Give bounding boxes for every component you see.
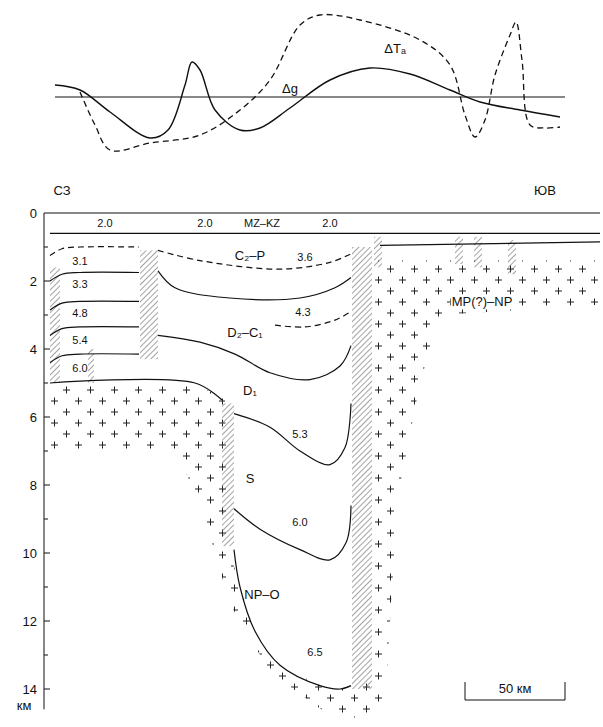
- horizon-line: [234, 550, 351, 689]
- depth-tick: [44, 689, 50, 690]
- horizon-line: [50, 327, 139, 336]
- depth-tick-label: 12: [22, 615, 38, 628]
- section-label: MZ–KZ: [243, 218, 281, 229]
- depth-tick: [44, 553, 50, 554]
- section-label: NP–O: [243, 588, 280, 601]
- gravity-curve: [55, 62, 560, 138]
- horizon-line: [158, 271, 351, 300]
- depth-tick-label: 8: [29, 479, 38, 492]
- section-label: 3.3: [71, 279, 88, 290]
- depth-tick: [44, 281, 50, 282]
- section-label: 4.8: [71, 308, 88, 319]
- section-label: 3.6: [296, 252, 313, 263]
- fault-zone: [50, 267, 60, 383]
- horizon-line: [234, 505, 351, 560]
- section-label: 6.0: [291, 517, 308, 528]
- fault-zone: [374, 237, 382, 268]
- depth-tick: [44, 213, 50, 214]
- depth-tick-label: 0: [29, 207, 38, 220]
- depth-tick: [44, 315, 48, 316]
- section-label: 3.1: [71, 256, 88, 267]
- horizon-line: [50, 247, 139, 256]
- section-label: 6.0: [71, 363, 88, 374]
- magnetic-curve: [80, 14, 560, 151]
- fault-zone: [140, 250, 158, 359]
- depth-tick-label: 6: [29, 411, 38, 424]
- depth-tick: [44, 417, 50, 418]
- section-label: MP(?)–NP: [451, 295, 514, 308]
- direction-label: СЗ: [52, 184, 71, 197]
- direction-label: ЮВ: [533, 184, 557, 197]
- scale-label: 50 км: [498, 682, 533, 695]
- section-label: 5.4: [71, 335, 88, 346]
- horizon-line: [50, 233, 600, 234]
- depth-tick: [44, 485, 50, 486]
- horizon-line: [275, 312, 351, 327]
- fault-zone: [455, 237, 463, 264]
- fault-zone: [474, 237, 482, 268]
- depth-tick: [44, 655, 48, 656]
- horizon-line: [50, 379, 222, 400]
- profile-label: ΔTₐ: [383, 42, 406, 55]
- depth-tick-label: км: [16, 699, 33, 712]
- depth-tick: [44, 383, 48, 384]
- horizon-line: [158, 335, 351, 380]
- fault-zone: [222, 403, 234, 546]
- section-label: 6.5: [306, 647, 323, 658]
- section-label: S: [245, 472, 256, 485]
- depth-tick: [44, 621, 50, 622]
- depth-tick: [44, 451, 48, 452]
- fault-zone: [352, 247, 372, 689]
- scale-bar: [465, 682, 565, 700]
- horizon-line: [380, 242, 600, 245]
- depth-tick-label: 10: [22, 547, 38, 560]
- section-label: C₂–P: [234, 249, 266, 262]
- section-label: 2.0: [196, 218, 213, 229]
- depth-tick: [44, 519, 48, 520]
- section-label: D₁: [242, 384, 258, 397]
- granite-basement: [50, 261, 600, 723]
- profile-label: Δg: [281, 82, 299, 95]
- horizon-line: [50, 212, 600, 213]
- section-label: 2.0: [321, 218, 338, 229]
- profile-baseline: [55, 97, 565, 98]
- horizon-line: [50, 272, 139, 281]
- depth-tick-label: 4: [29, 343, 38, 356]
- section-label: 4.3: [294, 307, 311, 318]
- horizon-line: [50, 354, 139, 363]
- depth-tick: [44, 349, 50, 350]
- horizon-line: [234, 403, 351, 464]
- horizon-line: [50, 301, 139, 310]
- depth-tick: [44, 247, 48, 248]
- depth-tick-label: 2: [29, 275, 38, 288]
- section-label: 5.3: [291, 429, 308, 440]
- depth-tick-label: 14: [22, 683, 38, 696]
- depth-axis: [44, 213, 45, 709]
- depth-tick: [44, 587, 48, 588]
- section-label: 2.0: [96, 218, 113, 229]
- fault-zone: [508, 240, 516, 274]
- section-label: D₂–C₁: [226, 326, 263, 339]
